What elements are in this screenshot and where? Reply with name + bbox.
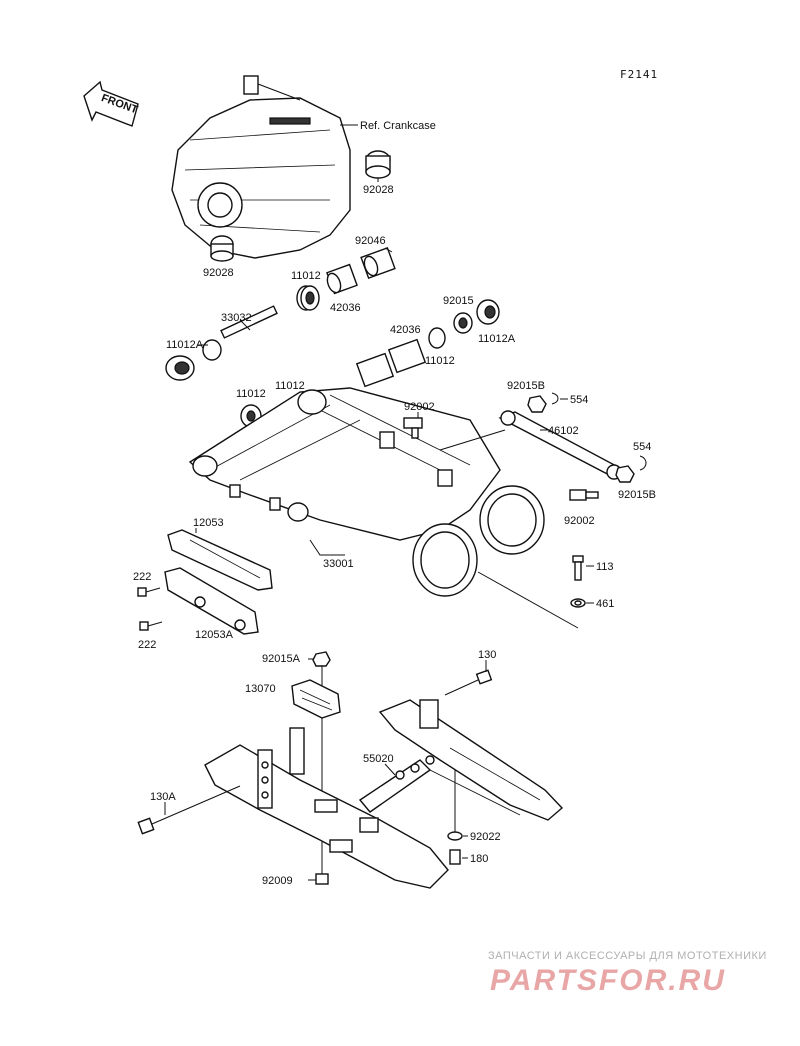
label-222-lower: 222 <box>138 639 156 651</box>
nut-92015B-upper <box>527 395 547 413</box>
label-12053: 12053 <box>193 517 224 529</box>
label-11012-d: 11012 <box>275 380 305 392</box>
label-461: 461 <box>596 598 614 610</box>
label-11012-a: 11012 <box>291 270 321 282</box>
nut-92015A <box>312 651 331 667</box>
label-92022: 92022 <box>470 831 501 843</box>
seal-11012-b <box>428 327 446 349</box>
pin-554-lower <box>639 455 647 471</box>
label-42036-a: 42036 <box>330 302 361 314</box>
label-11012-b: 11012 <box>425 355 455 367</box>
washer-92022 <box>447 831 463 841</box>
label-130A: 130A <box>150 791 176 803</box>
bolt-92002-upper <box>403 417 423 439</box>
diagram-code: F2141 <box>620 68 658 81</box>
label-222-upper: 222 <box>133 571 151 583</box>
label-92015: 92015 <box>443 295 474 307</box>
label-554-lower: 554 <box>633 441 651 453</box>
label-11012A-right: 11012A <box>478 333 516 345</box>
frame-55020 <box>204 699 564 889</box>
bushing-92028-upper <box>365 150 391 179</box>
watermark-tagline: ЗАПЧАСТИ И АКСЕССУАРЫ ДЛЯ МОТОТЕХНИКИ <box>488 950 767 962</box>
pin-554-upper <box>551 392 559 405</box>
label-92015B-upper: 92015B <box>507 380 545 392</box>
chain-guide-12053 <box>167 529 273 591</box>
label-92002-lower: 92002 <box>564 515 595 527</box>
label-11012A-left: 11012A <box>166 339 204 351</box>
sleeve-42036-b <box>355 338 427 388</box>
nut-92015B-lower <box>615 465 635 483</box>
bolt-130A <box>137 785 241 835</box>
bushing-92028-lower <box>210 235 234 262</box>
label-92009: 92009 <box>262 875 293 887</box>
screw-222-upper <box>137 587 161 597</box>
seal-11012A-right <box>476 299 500 325</box>
label-130: 130 <box>478 649 496 661</box>
bolt-130 <box>444 669 493 696</box>
label-180: 180 <box>470 853 488 865</box>
bolt-92002-lower <box>569 489 599 501</box>
seal-11012-a <box>296 285 320 311</box>
label-46102: 46102 <box>548 425 579 437</box>
label-12053A: 12053A <box>195 629 234 641</box>
screw-222-lower <box>139 621 163 631</box>
label-42036-b: 42036 <box>390 324 421 336</box>
watermark-logo: PARTSFOR.RU <box>490 964 726 997</box>
label-33032: 33032 <box>221 312 252 324</box>
label-92002-upper: 92002 <box>404 401 435 413</box>
chain-guide-12053A <box>164 567 259 635</box>
bolt-180 <box>449 849 461 865</box>
label-113: 113 <box>596 561 614 573</box>
label-554-upper: 554 <box>570 394 588 406</box>
label-92028-lower: 92028 <box>203 267 234 279</box>
sleeve-42036-a <box>326 263 358 295</box>
label-33001: 33001 <box>323 558 354 570</box>
block-13070 <box>291 679 341 719</box>
label-13070: 13070 <box>245 683 276 695</box>
label-92015B-lower: 92015B <box>618 489 656 501</box>
shaft-33032 <box>220 305 278 339</box>
nut-92009 <box>315 873 329 885</box>
label-ref-crankcase: Ref. Crankcase <box>360 120 436 132</box>
label-92015A: 92015A <box>262 653 301 665</box>
label-55020: 55020 <box>363 753 394 765</box>
front-arrow-icon: FRONT <box>83 80 140 127</box>
bushing-92046 <box>360 246 396 280</box>
washer-461 <box>570 598 586 608</box>
label-11012-c: 11012 <box>236 388 266 400</box>
label-92028-upper: 92028 <box>363 184 394 196</box>
crankcase-illustration <box>171 75 351 259</box>
bolt-113 <box>572 555 584 581</box>
tie-rod-46102 <box>498 410 622 480</box>
seal-92015 <box>453 312 473 334</box>
label-92046: 92046 <box>355 235 386 247</box>
